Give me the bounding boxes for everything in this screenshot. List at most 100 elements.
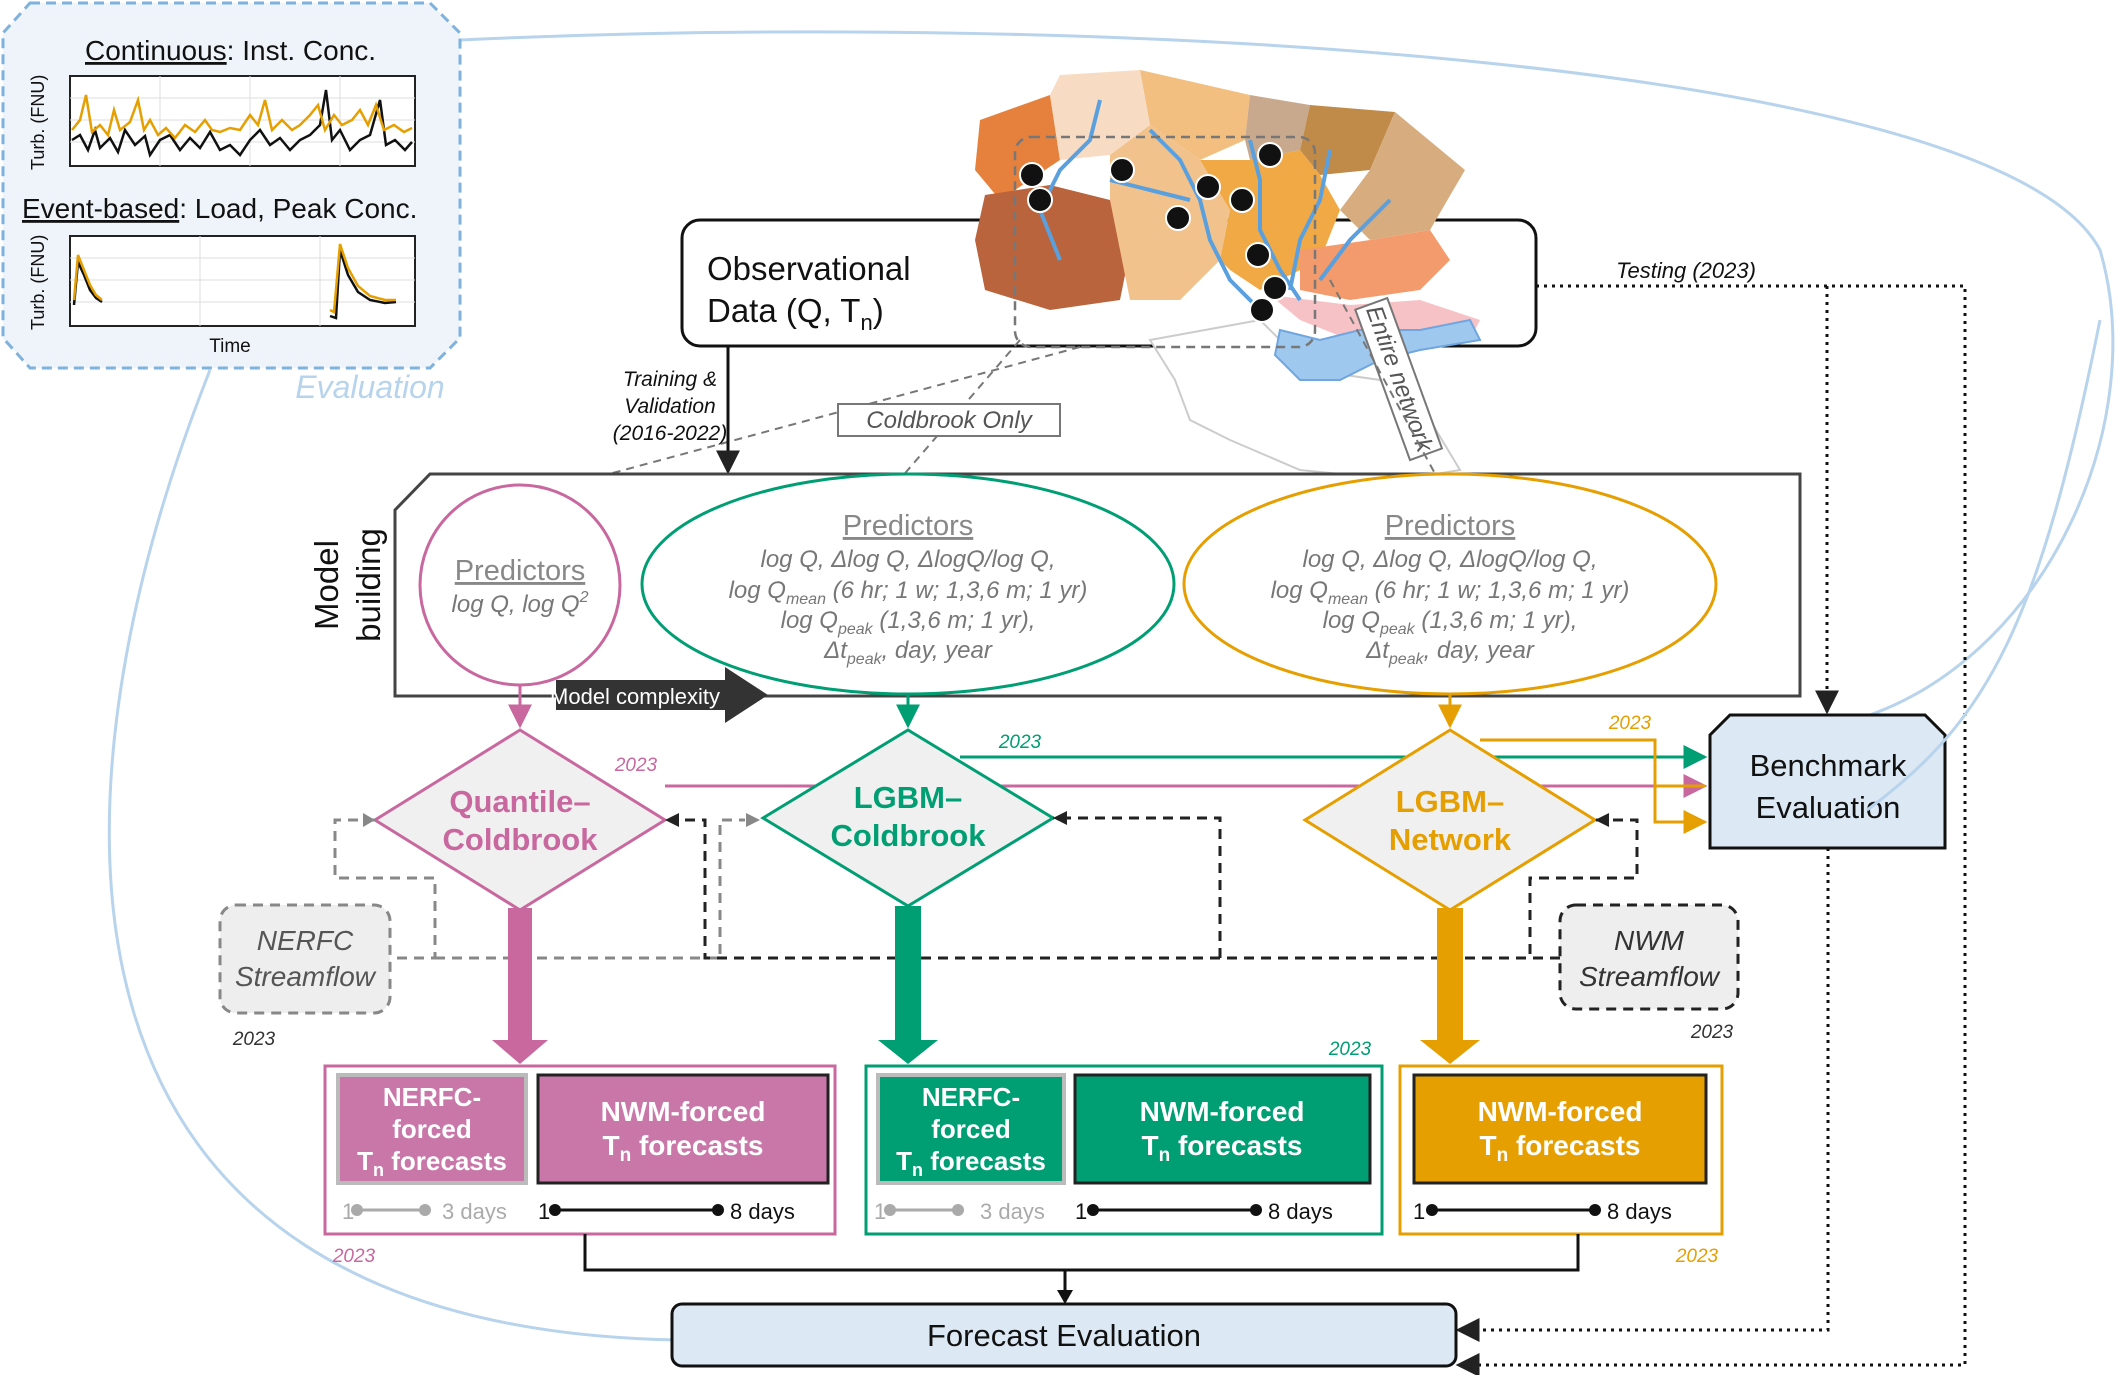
svg-text:Predictors: Predictors [843, 510, 974, 542]
year-lgbm-cb-bench: 2023 [998, 732, 1042, 753]
event-label: Event-based [22, 193, 179, 224]
lgbm-network-predictor-text: Predictors log Q, Δlog Q, ΔlogQ/log Q, l… [1271, 510, 1630, 668]
nerfc-streamflow-box: NERFC Streamflow [218, 903, 392, 1015]
svg-text:LGBM–: LGBM– [1396, 784, 1505, 819]
model-complexity-arrow [556, 667, 768, 723]
training-label-2: Validation [624, 395, 715, 418]
testing-label: Testing (2023) [1616, 258, 1756, 283]
svg-text:log Qmean (6 hr; 1 w; 1,3,6 m;: log Qmean (6 hr; 1 w; 1,3,6 m; 1 yr) [729, 577, 1088, 608]
event-plot [69, 235, 416, 327]
quantile-coldbrook-model: Quantile– Coldbrook [372, 728, 668, 912]
gauge-markers [1019, 142, 1288, 323]
svg-text:Event-based: Load, Peak Conc.: Event-based: Load, Peak Conc. [22, 193, 417, 224]
coldbrook-only-tag: Coldbrook Only [837, 403, 1061, 437]
svg-text:Coldbrook: Coldbrook [831, 818, 987, 853]
svg-text:1: 1 [342, 1199, 354, 1224]
year-lgbm-cb-forecast: 2023 [1328, 1039, 1372, 1060]
svg-text:Model complexity: Model complexity [550, 684, 720, 709]
svg-text:log Qpeak (1,3,6 m; 1 yr),: log Qpeak (1,3,6 m; 1 yr), [1323, 607, 1578, 638]
svg-text:NERFC: NERFC [257, 925, 354, 956]
observational-line2: Data (Q, T [707, 292, 860, 329]
svg-text:1: 1 [874, 1199, 886, 1224]
evaluation-caption: Evaluation [295, 369, 444, 405]
svg-text:Benchmark: Benchmark [1750, 748, 1907, 783]
svg-text:Network: Network [1389, 822, 1512, 857]
evaluation-inset: Continuous: Inst. Conc. Turb. (FNU) Even… [1, 1, 462, 370]
svg-text:Quantile–: Quantile– [449, 784, 590, 819]
lgbm-network-model: LGBM– Network [1302, 728, 1598, 912]
year-nwm-streamflow: 2023 [1690, 1022, 1734, 1043]
year-quantile-bench: 2023 [614, 755, 658, 776]
continuous-y-label: Turb. (FNU) [28, 75, 48, 170]
svg-text:Evaluation: Evaluation [1756, 790, 1901, 825]
svg-text:NWM-forced: NWM-forced [1478, 1096, 1643, 1127]
svg-text:Continuous: Inst. Conc.: Continuous: Inst. Conc. [85, 35, 376, 66]
year-lgbm-net-bench: 2023 [1608, 713, 1652, 734]
watershed-map: Entire network [975, 70, 1482, 482]
svg-text:Tn forecasts: Tn forecasts [1141, 1130, 1302, 1166]
continuous-text: : Inst. Conc. [227, 35, 376, 66]
year-nerfc-streamflow: 2023 [232, 1029, 276, 1050]
svg-text:Tn forecasts: Tn forecasts [357, 1146, 507, 1180]
svg-text:3 days: 3 days [980, 1199, 1045, 1224]
svg-text:Tn forecasts: Tn forecasts [896, 1146, 1046, 1180]
model-building-label-1: Model [308, 540, 345, 630]
lgbm-coldbrook-predictor-text: Predictors log Q, Δlog Q, ΔlogQ/log Q, l… [729, 510, 1088, 668]
svg-text:Coldbrook Only: Coldbrook Only [866, 407, 1033, 434]
svg-text:Δtpeak, day, year: Δtpeak, day, year [1365, 637, 1535, 668]
svg-text:3 days: 3 days [442, 1199, 507, 1224]
svg-text:log Q, Δlog Q, ΔlogQ/log Q,: log Q, Δlog Q, ΔlogQ/log Q, [1303, 546, 1598, 573]
svg-text:Tn forecasts: Tn forecasts [602, 1130, 763, 1166]
svg-text:Coldbrook: Coldbrook [443, 822, 599, 857]
svg-text:Predictors: Predictors [1385, 510, 1516, 542]
testing-line [1455, 284, 1967, 1375]
svg-text:1: 1 [1075, 1199, 1087, 1224]
svg-text:Streamflow: Streamflow [235, 961, 377, 992]
event-text: : Load, Peak Conc. [179, 193, 417, 224]
svg-text:8 days: 8 days [1268, 1199, 1333, 1224]
svg-text:Tn forecasts: Tn forecasts [1479, 1130, 1640, 1166]
svg-text:1: 1 [538, 1199, 550, 1224]
svg-text:1: 1 [1413, 1199, 1425, 1224]
svg-text:8 days: 8 days [1607, 1199, 1672, 1224]
lgbm-coldbrook-forecast-group: NERFC- forced Tn forecasts NWM-forced Tn… [864, 1064, 1384, 1236]
year-lgbm-net-forecast: 2023 [1675, 1246, 1719, 1267]
svg-text:NWM-forced: NWM-forced [1140, 1096, 1305, 1127]
quantile-forecast-group: NERFC- forced Tn forecasts NWM-forced Tn… [323, 1064, 837, 1236]
svg-text:NERFC-: NERFC- [922, 1082, 1020, 1112]
evaluation-loop-line-left [107, 369, 681, 1342]
model-building-label-2: building [350, 528, 387, 642]
svg-text:Data (Q, Tn): Data (Q, Tn) [707, 292, 884, 335]
svg-text:Predictors: Predictors [455, 555, 586, 587]
training-label-1: Training & [623, 368, 717, 391]
continuous-label: Continuous [85, 35, 227, 66]
observational-line1: Observational [707, 250, 911, 287]
svg-text:log Qmean (6 hr; 1 w; 1,3,6 m;: log Qmean (6 hr; 1 w; 1,3,6 m; 1 yr) [1271, 577, 1630, 608]
svg-text:Δtpeak, day, year: Δtpeak, day, year [823, 637, 993, 668]
svg-text:NERFC-: NERFC- [383, 1082, 481, 1112]
svg-text:Forecast Evaluation: Forecast Evaluation [927, 1318, 1201, 1353]
lgbm-network-forecast-group: NWM-forced Tn forecasts 1 8 days [1398, 1064, 1724, 1236]
svg-text:NWM: NWM [1614, 925, 1685, 956]
svg-text:LGBM–: LGBM– [854, 780, 963, 815]
observed-series [71, 89, 413, 159]
event-y-label: Turb. (FNU) [28, 235, 48, 330]
lgbm-coldbrook-model: LGBM– Coldbrook [760, 728, 1056, 908]
training-label-3: (2016-2022) [613, 422, 727, 445]
benchmark-evaluation-box [1708, 713, 1947, 850]
svg-text:forced: forced [392, 1114, 471, 1144]
time-axis-label: Time [209, 336, 251, 357]
svg-text:log Q, log Q2: log Q, log Q2 [452, 589, 589, 618]
svg-text:log Q, Δlog Q, ΔlogQ/log Q,: log Q, Δlog Q, ΔlogQ/log Q, [761, 546, 1056, 573]
year-quantile-forecast: 2023 [332, 1246, 376, 1267]
coldbrook-subset-outline [1013, 135, 1317, 349]
svg-text:NWM-forced: NWM-forced [601, 1096, 766, 1127]
svg-text:8 days: 8 days [730, 1199, 795, 1224]
svg-text:forced: forced [931, 1114, 1010, 1144]
nwm-streamflow-box: NWM Streamflow [1558, 903, 1740, 1011]
predicted-series [71, 94, 413, 140]
svg-text:Streamflow: Streamflow [1579, 961, 1721, 992]
evaluation-loop-line [459, 30, 2115, 717]
forecast-evaluation-box [670, 1302, 1458, 1368]
